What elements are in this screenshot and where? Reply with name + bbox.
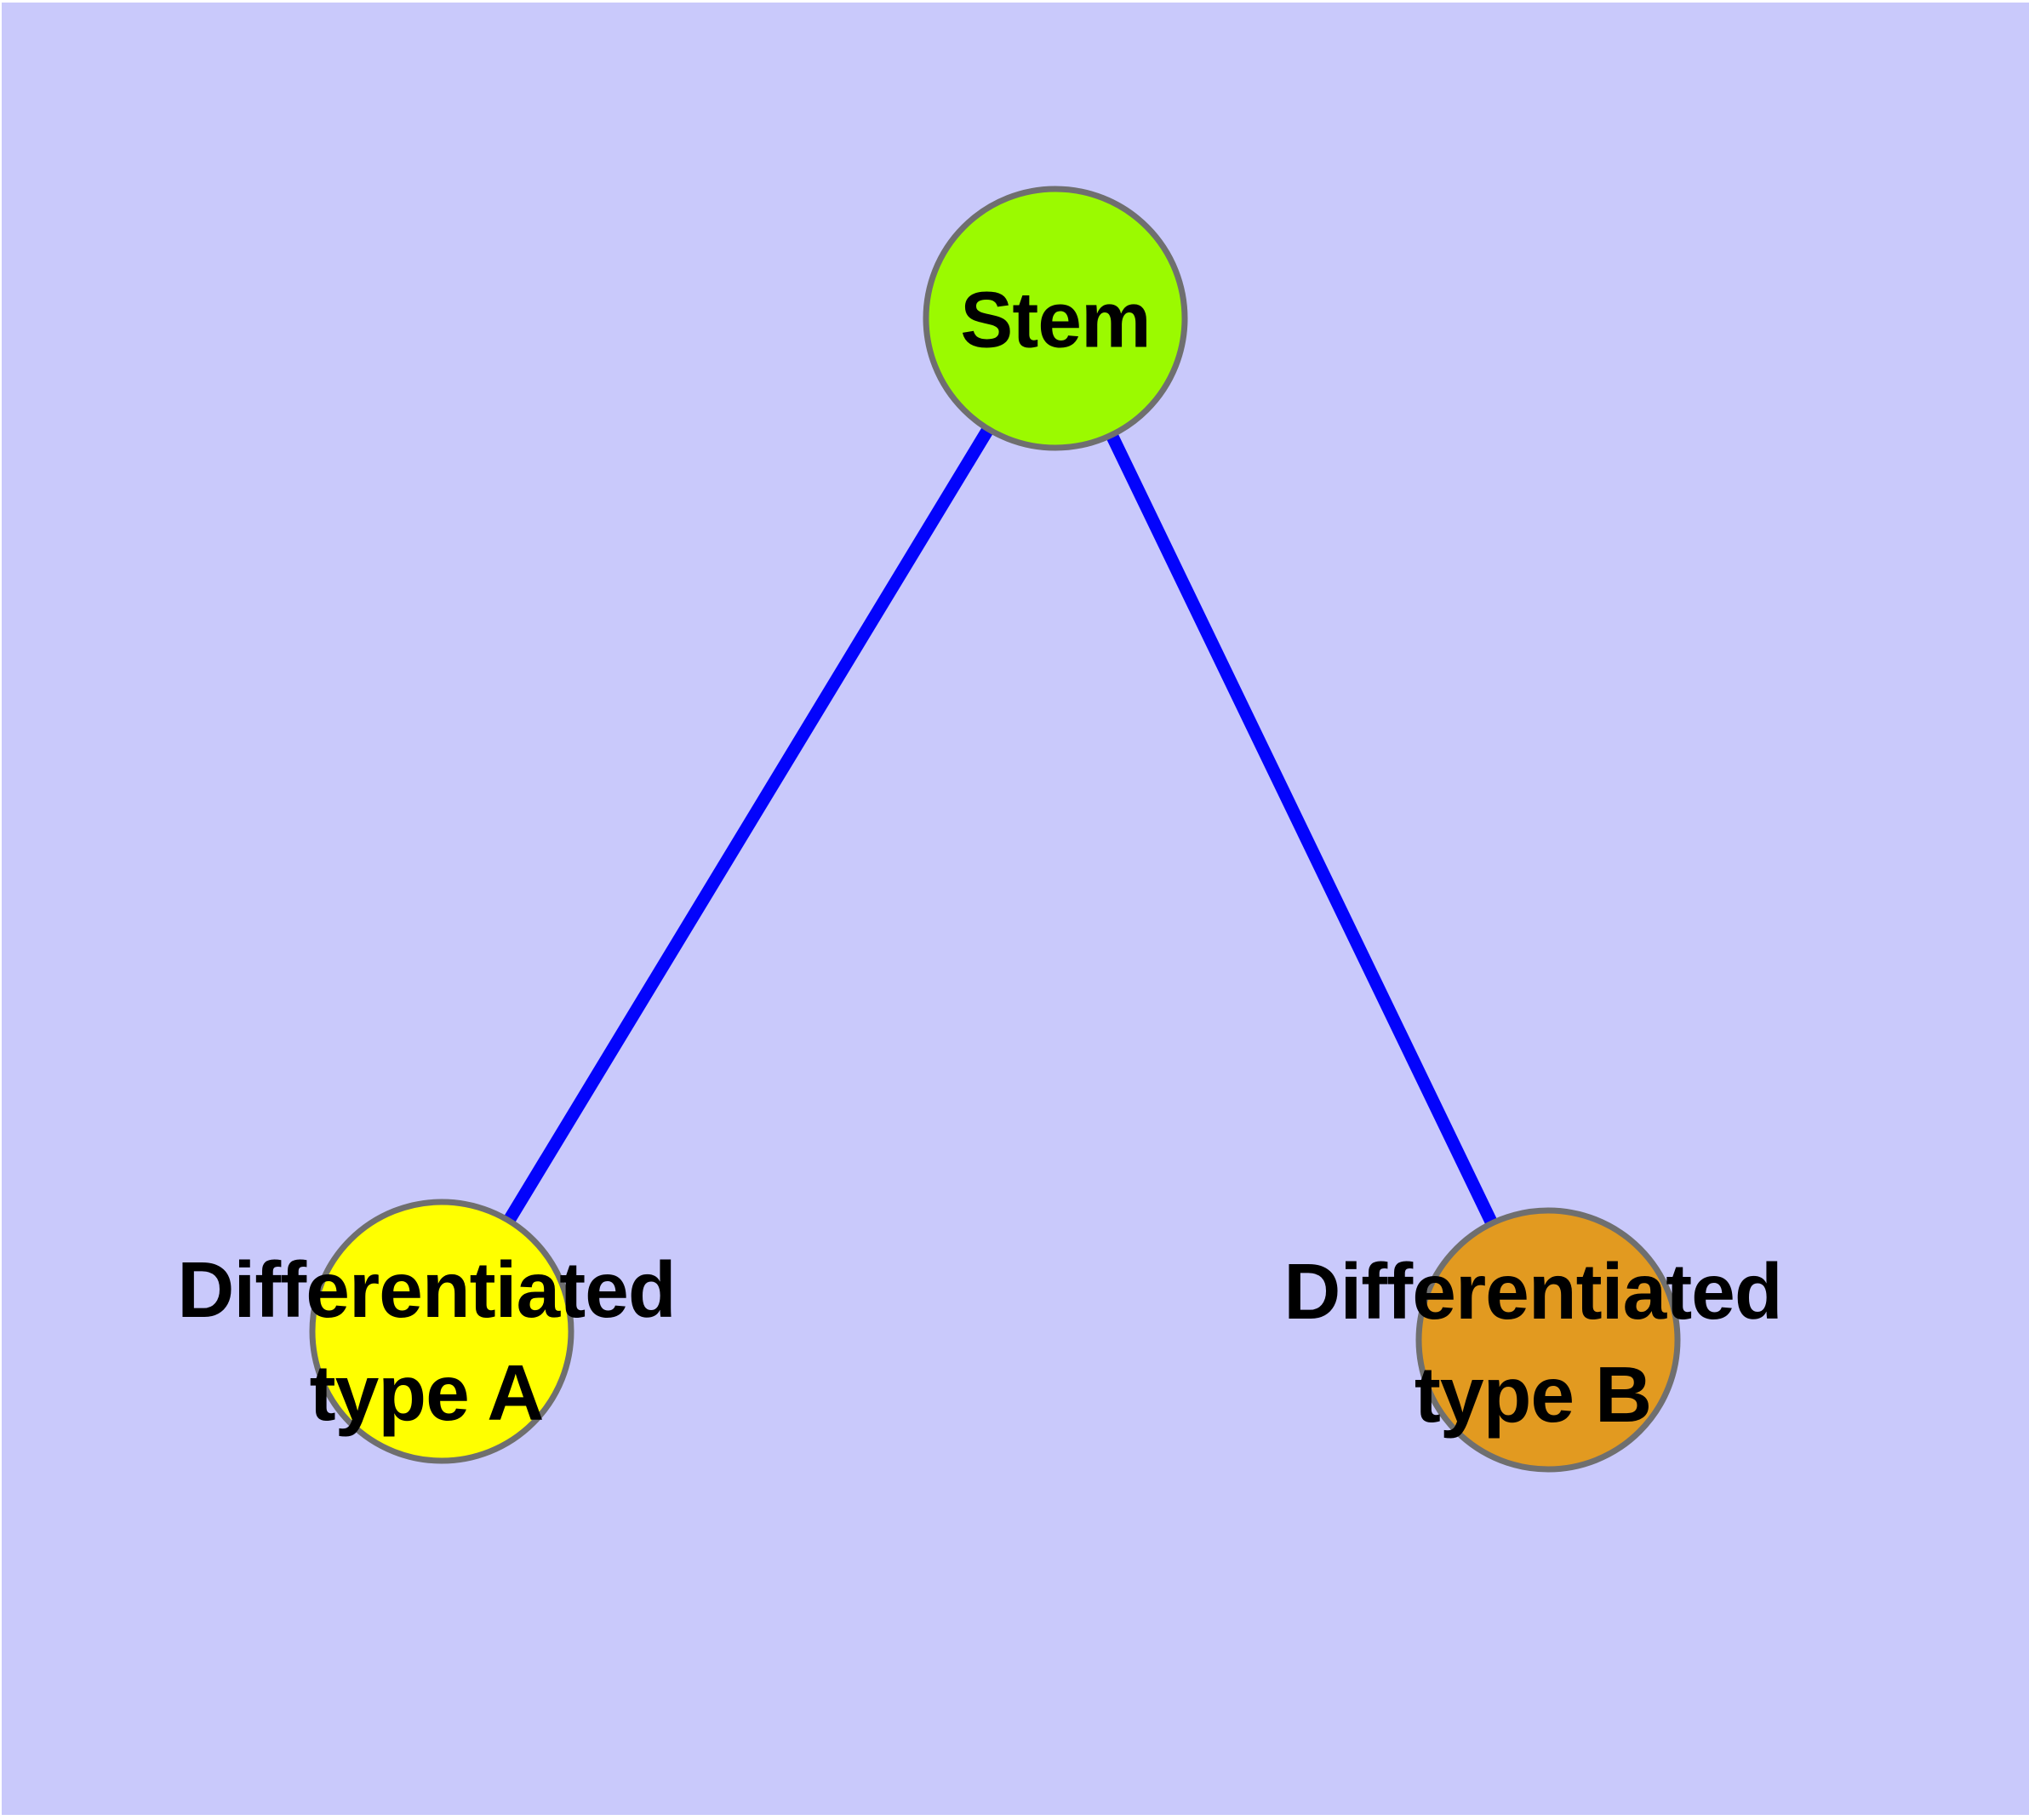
node-stem [923, 186, 1188, 451]
node-differentiated-type-a [309, 1199, 574, 1464]
nodes-layer [309, 186, 1681, 1473]
edge-stem-to-differentiated-type-b [1049, 315, 1554, 1343]
node-differentiated-type-b [1415, 1207, 1681, 1473]
edge-stem-to-differentiated-type-a [436, 315, 1061, 1335]
edges-layer [436, 315, 1554, 1343]
